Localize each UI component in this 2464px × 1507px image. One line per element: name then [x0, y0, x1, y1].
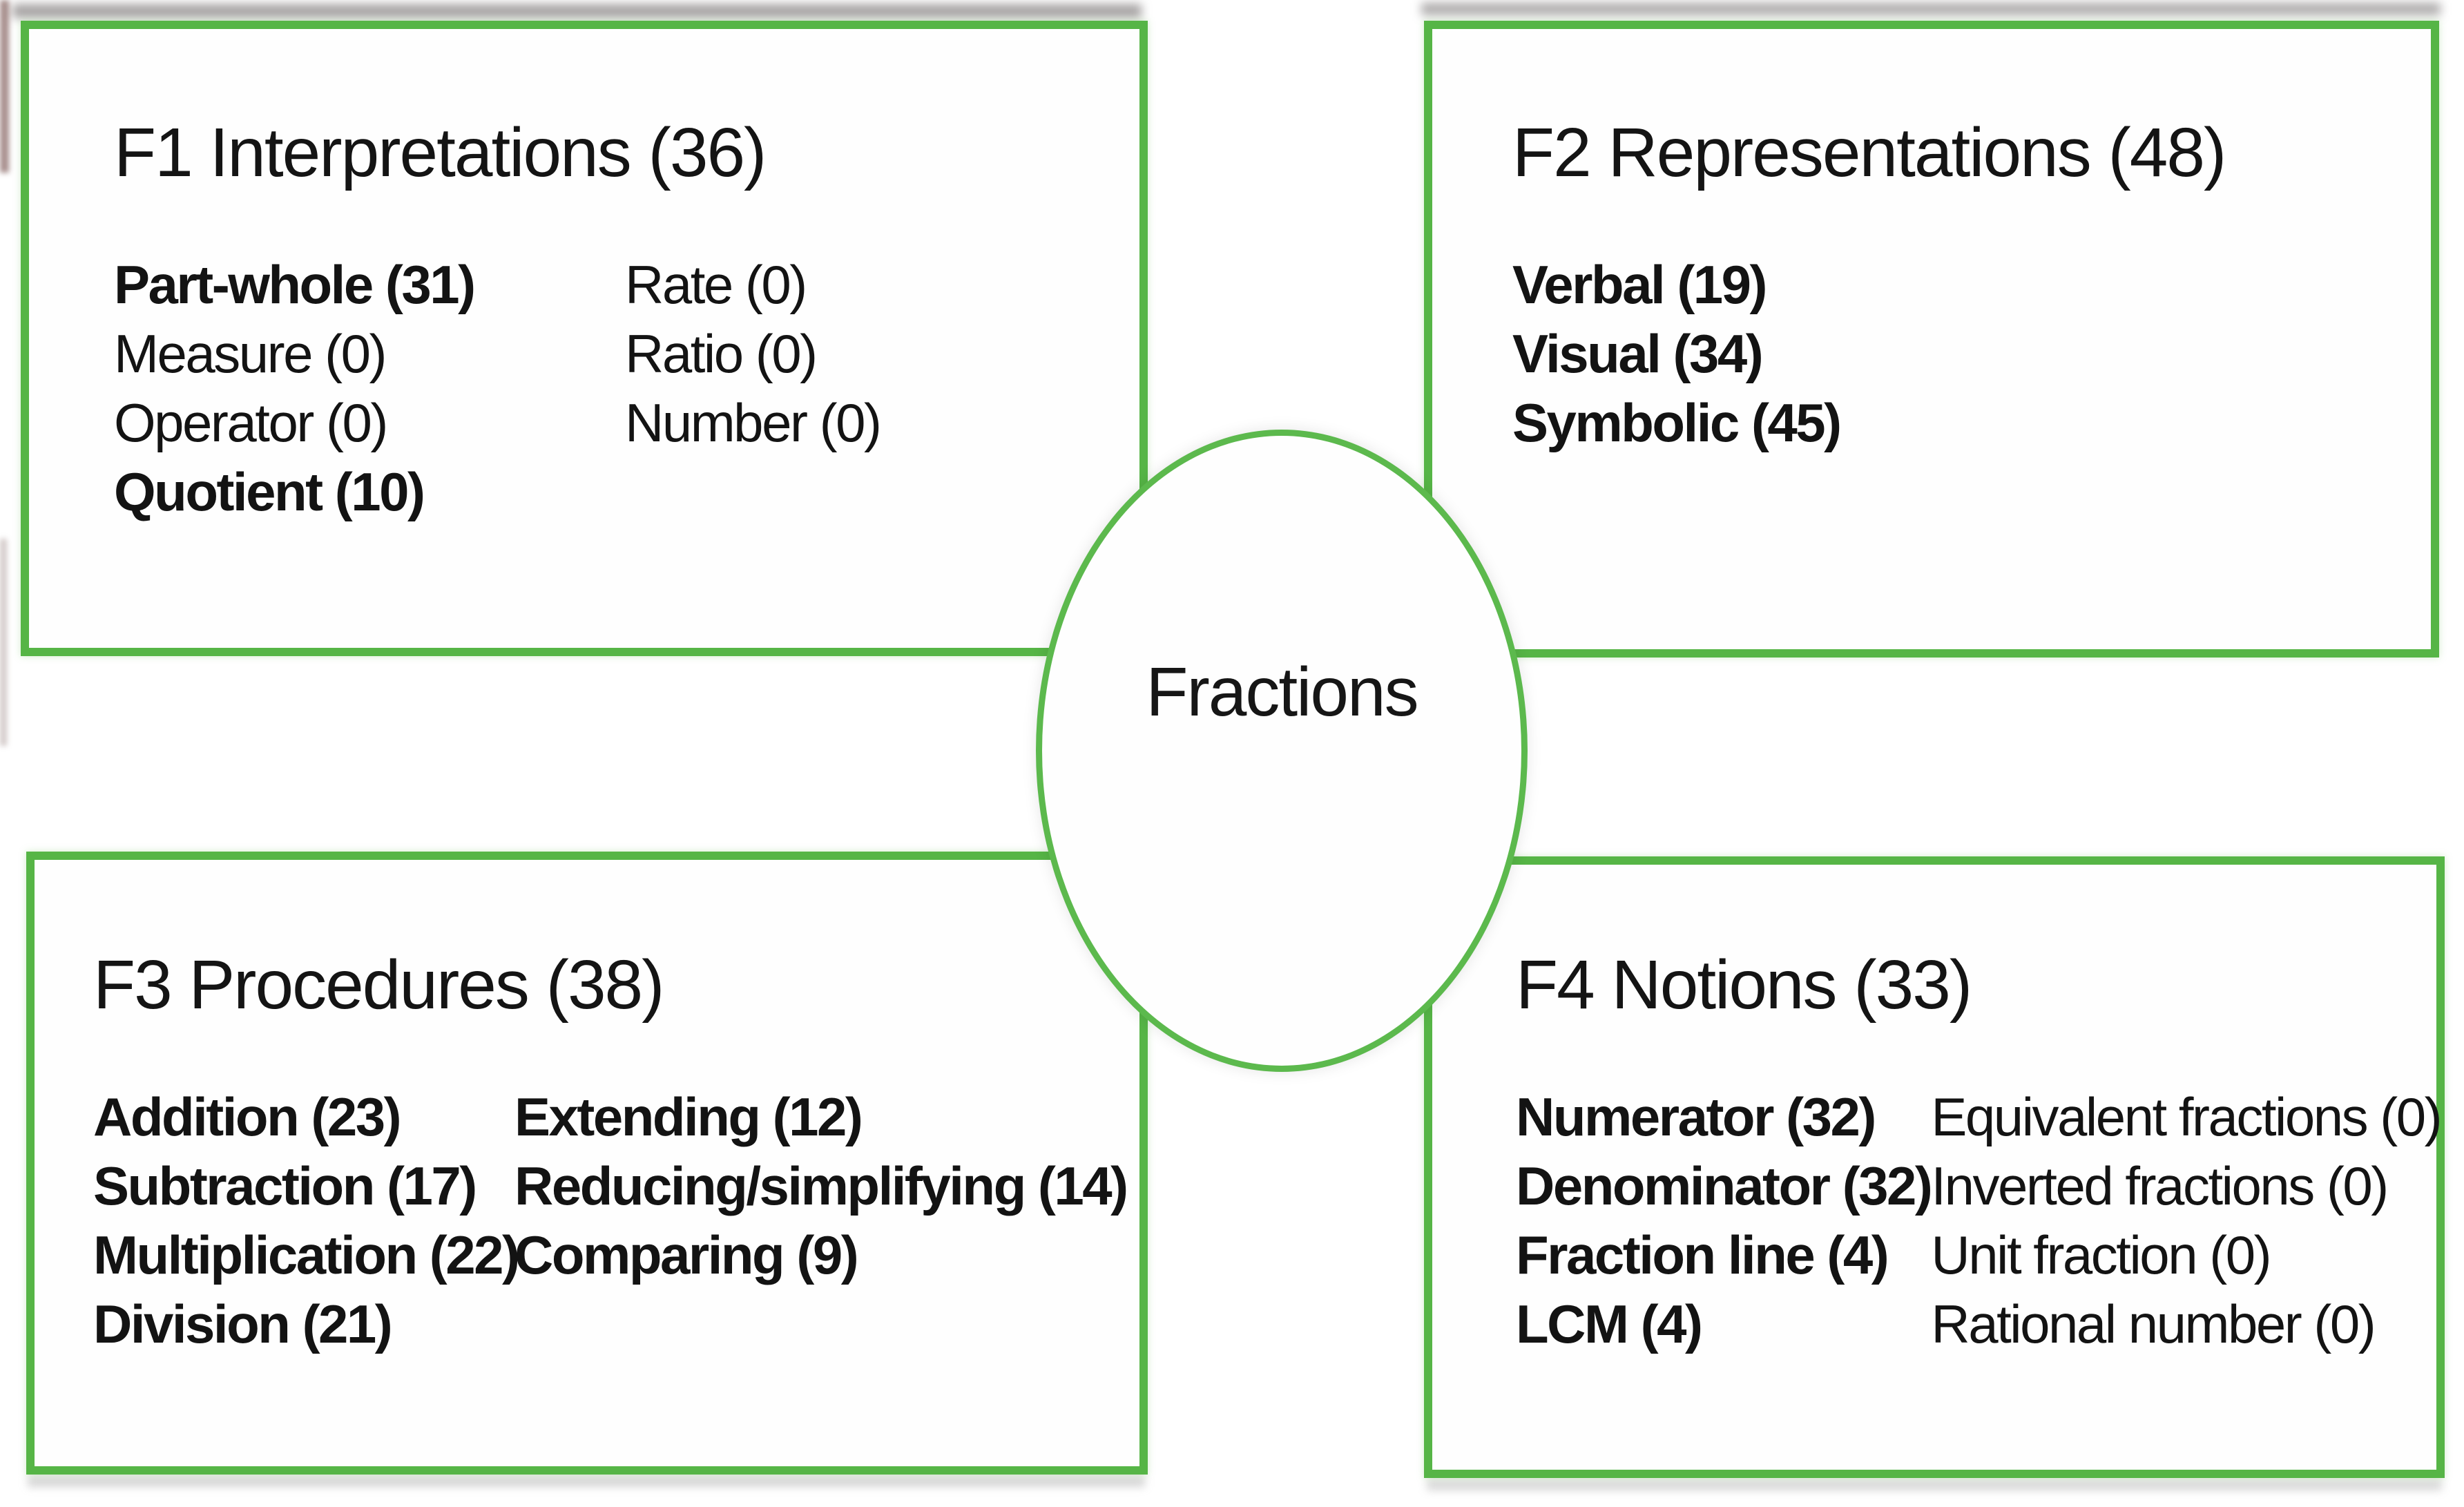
f2-column-1: Verbal (19) Visual (34) Symbolic (45): [1512, 250, 1842, 457]
list-item: Comparing (9): [514, 1225, 859, 1285]
list-item: Measure (0): [114, 323, 387, 384]
scan-smudge-bottom-left: [28, 1476, 1145, 1487]
f1-box-title: F1 Interpretations (36): [114, 114, 767, 191]
list-item: Multiplication (22): [93, 1225, 520, 1285]
f1-column-1: Part-whole (31) Measure (0) Operator (0)…: [114, 250, 625, 526]
list-item: Number (0): [625, 392, 882, 453]
list-item: Fraction line (4): [1516, 1225, 1889, 1285]
scan-smudge-bottom-right: [1427, 1479, 2442, 1490]
list-item: Addition (23): [93, 1086, 402, 1147]
f3-item-columns: Addition (23) Subtraction (17) Multiplic…: [93, 1082, 1128, 1359]
scan-smudge-left-edge-2: [0, 539, 7, 746]
f1-interpretations-box: F1 Interpretations (36) Part-whole (31) …: [21, 21, 1148, 656]
list-item: Rate (0): [625, 254, 807, 315]
f2-representations-box: F2 Representations (48) Verbal (19) Visu…: [1424, 21, 2439, 657]
list-item: Symbolic (45): [1512, 392, 1842, 453]
f4-column-1: Numerator (32) Denominator (32) Fraction…: [1516, 1082, 1933, 1359]
f3-column-1: Addition (23) Subtraction (17) Multiplic…: [93, 1082, 520, 1359]
f3-column-2: Extending (12) Reducing/simplifying (14)…: [514, 1082, 1128, 1359]
list-item: Quotient (10): [114, 461, 425, 522]
list-item: Verbal (19): [1512, 254, 1768, 315]
scan-smudge-top-right: [1421, 3, 2441, 15]
list-item: Part-whole (31): [114, 254, 476, 315]
list-item: Subtraction (17): [93, 1155, 477, 1216]
list-item: Equivalent fractions (0): [1931, 1086, 2442, 1147]
list-item: Unit fraction (0): [1931, 1225, 2271, 1285]
f4-column-2: Equivalent fractions (0) Inverted fracti…: [1931, 1082, 2442, 1359]
list-item: Operator (0): [114, 392, 388, 453]
fractions-center-ellipse: Fractions: [1036, 430, 1528, 1072]
list-item: Reducing/simplifying (14): [514, 1155, 1128, 1216]
list-item: Denominator (32): [1516, 1155, 1933, 1216]
list-item: LCM (4): [1516, 1294, 1703, 1354]
list-item: Visual (34): [1512, 323, 1764, 384]
list-item: Inverted fractions (0): [1931, 1155, 2389, 1216]
list-item: Numerator (32): [1516, 1086, 1876, 1147]
list-item: Rational number (0): [1931, 1294, 2376, 1354]
f4-notions-box: F4 Notions (33) Numerator (32) Denominat…: [1424, 856, 2445, 1478]
center-label: Fractions: [1146, 653, 1418, 731]
list-item: Division (21): [93, 1294, 393, 1354]
scan-smudge-top-left: [12, 4, 1142, 18]
f3-box-title: F3 Procedures (38): [93, 946, 664, 1024]
f1-item-columns: Part-whole (31) Measure (0) Operator (0)…: [114, 250, 1112, 526]
f2-box-title: F2 Representations (48): [1512, 114, 2226, 191]
list-item: Extending (12): [514, 1086, 863, 1147]
f3-procedures-box: F3 Procedures (38) Addition (23) Subtrac…: [26, 852, 1148, 1475]
f1-column-2: Rate (0) Ratio (0) Number (0): [625, 250, 882, 526]
f2-item-columns: Verbal (19) Visual (34) Symbolic (45): [1512, 250, 2403, 457]
list-item: Ratio (0): [625, 323, 818, 384]
scan-smudge-left-edge: [0, 0, 9, 173]
f4-item-columns: Numerator (32) Denominator (32) Fraction…: [1516, 1082, 2443, 1359]
f4-box-title: F4 Notions (33): [1516, 946, 1972, 1024]
